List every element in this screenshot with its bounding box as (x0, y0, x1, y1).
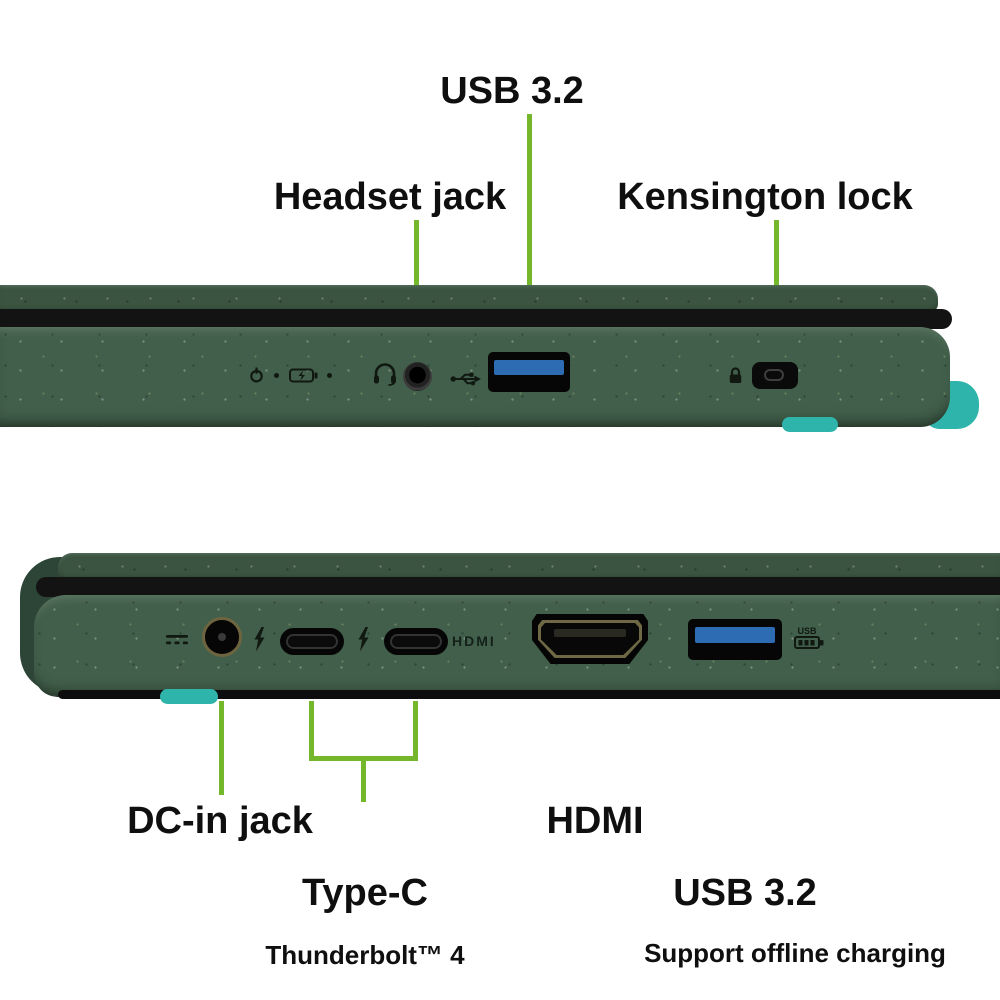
headset-jack-port (403, 362, 432, 391)
label-kensington-lock: Kensington lock (617, 176, 913, 218)
laptop-left-side-view: HDMI USB (0, 553, 1000, 708)
type-c-slot-2 (390, 634, 442, 649)
label-usb32-top: USB 3.2 (440, 70, 584, 112)
label-dc-in-jack: DC-in jack (127, 800, 313, 842)
rubber-foot-bottom-right (782, 417, 838, 432)
power-led (274, 373, 279, 378)
bottom-edge-strip (58, 690, 1000, 699)
usb-a-port-top (488, 352, 570, 392)
label-offline-charging: Support offline charging (644, 938, 946, 968)
label-usb32-bottom: USB 3.2 (673, 872, 817, 914)
callout-line-type-c-stem (361, 756, 366, 802)
dc-in-icon (166, 635, 188, 645)
usb-icon (450, 372, 481, 386)
hdmi-port (532, 614, 648, 664)
lid-edge-bottom-view (58, 553, 1000, 580)
battery-led (327, 373, 332, 378)
kensington-lock-icon (729, 367, 742, 383)
hdmi-port-cavity (541, 623, 639, 655)
callout-line-usb32-top (527, 114, 532, 354)
usb-badge-text: USB (797, 626, 817, 636)
power-indicator-icon (250, 367, 263, 383)
label-hdmi: HDMI (546, 800, 644, 842)
lid-base-seam-top-view (0, 309, 952, 329)
dc-jack-pin (218, 633, 226, 641)
laptop-right-side-view (0, 283, 1000, 435)
usb-port-tongue-top (494, 360, 564, 375)
hdmi-connector-bar (554, 629, 626, 637)
battery-indicator-icon (289, 368, 318, 383)
lid-base-seam-bottom-view (36, 577, 1000, 597)
chassis-base-bottom-view (34, 595, 1000, 697)
headset-icon (374, 363, 396, 386)
hdmi-chassis-marking: HDMI (452, 633, 496, 649)
callout-line-dc-in (219, 701, 224, 795)
thunderbolt-icon-1 (254, 627, 265, 652)
kensington-slot-hole (764, 369, 784, 381)
label-headset-jack: Headset jack (273, 176, 507, 218)
callout-line-type-c-right (413, 701, 418, 761)
usb-charging-icon: USB (794, 626, 824, 649)
type-c-slot-1 (286, 634, 338, 649)
label-thunderbolt: Thunderbolt™ 4 (265, 940, 465, 970)
kensington-lock-slot (752, 362, 798, 389)
rubber-foot-bottom-left (160, 689, 218, 704)
type-c-port-2 (384, 628, 448, 655)
callout-line-type-c-left (309, 701, 314, 761)
type-c-port-1 (280, 628, 344, 655)
dc-in-jack-port (202, 617, 242, 657)
usb-port-tongue-bottom (695, 627, 775, 643)
thunderbolt-icon-2 (358, 627, 369, 652)
label-type-c: Type-C (302, 872, 428, 914)
lid-edge-top-view (0, 285, 938, 312)
usb-a-port-bottom (688, 619, 782, 660)
